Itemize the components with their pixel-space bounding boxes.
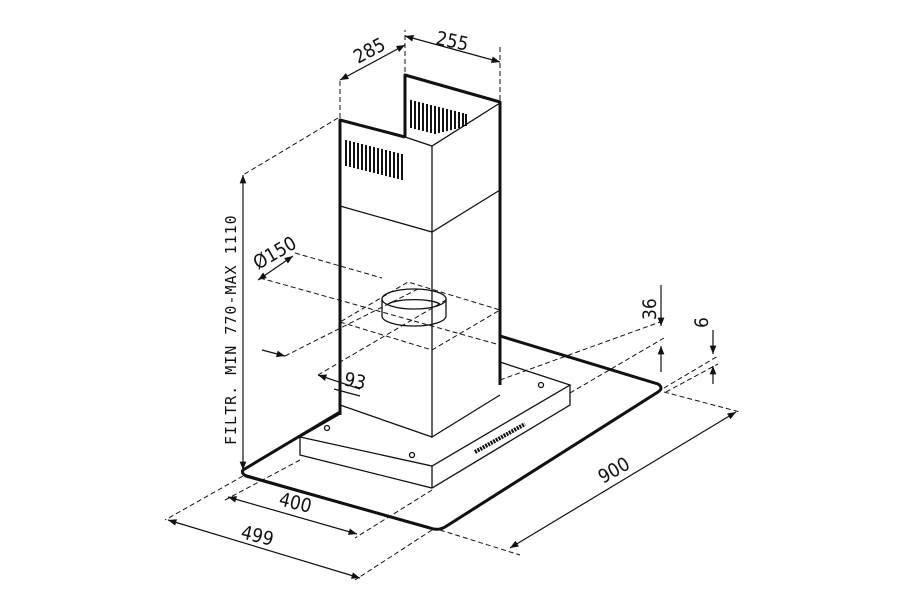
- dim-label-height-range: FILTR. MIN 770-MAX 1110: [222, 214, 240, 445]
- dim-label-900: 900: [595, 453, 634, 488]
- dim-underline-93: [333, 388, 361, 397]
- dim-label-285: 285: [350, 34, 389, 69]
- dim-label-93: 93: [342, 368, 368, 394]
- dimension-lines: [164, 30, 741, 581]
- screw-icon: [323, 424, 331, 432]
- motor-box: [299, 361, 572, 489]
- dim-label-255: 255: [434, 27, 470, 55]
- screw-icon: [408, 451, 416, 459]
- chimney: [338, 73, 502, 439]
- screw-icon: [537, 381, 545, 389]
- dim-label-6: 6: [691, 317, 713, 328]
- vent-slots-back: [410, 100, 467, 134]
- vent-slots-front: [345, 140, 403, 180]
- control-panel-icon: [474, 422, 526, 454]
- dim-label-36: 36: [639, 298, 661, 320]
- dim-label-499: 499: [239, 522, 276, 551]
- duct-collar: [381, 288, 447, 327]
